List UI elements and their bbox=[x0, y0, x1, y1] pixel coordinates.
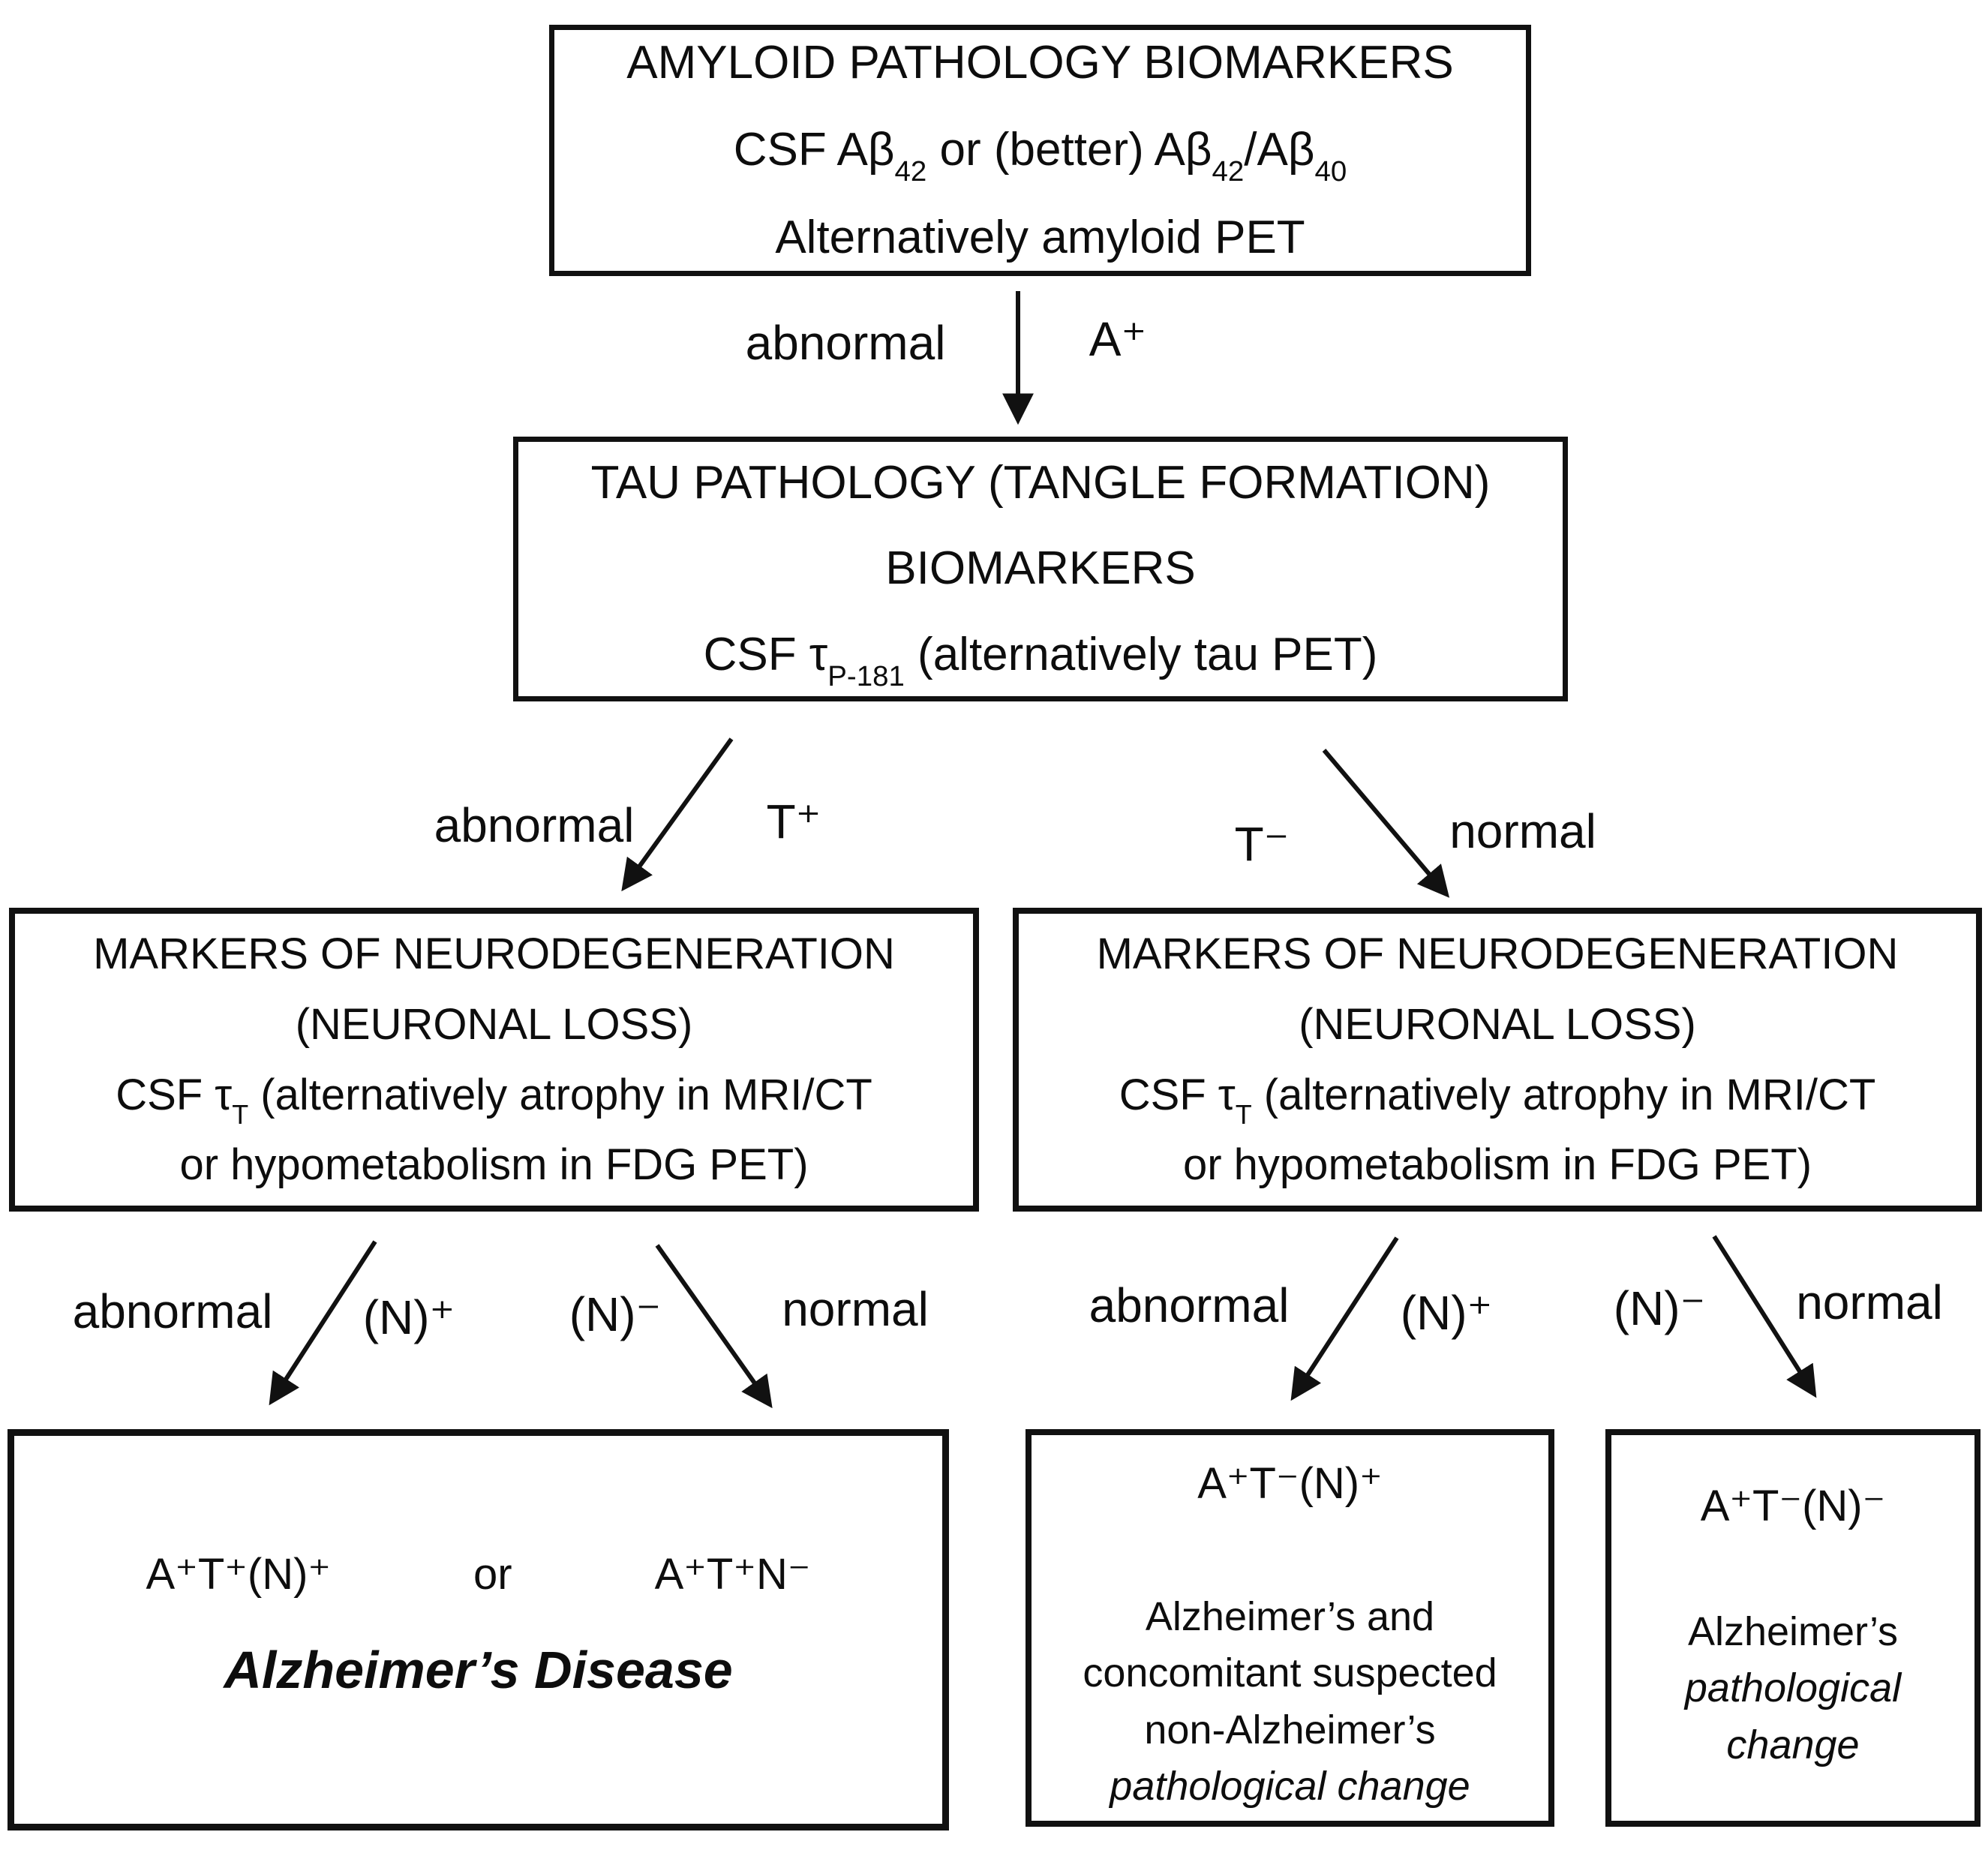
amyloid-biomarkers-box: AMYLOID PATHOLOGY BIOMARKERS CSF Aβ42 or… bbox=[549, 25, 1531, 276]
edge-label-t-plus: T⁺ bbox=[766, 794, 821, 848]
edge-label-n-minus-left: (N)⁻ bbox=[569, 1287, 662, 1341]
neuro-csf-line: CSF τT (alternatively atrophy in MRI/CT bbox=[1119, 1069, 1876, 1128]
text-fragment: (alternatively atrophy in MRI/CT bbox=[1251, 1070, 1876, 1119]
tau-subtitle: BIOMARKERS bbox=[885, 542, 1196, 595]
atn-profile: A⁺T⁺N⁻ bbox=[654, 1550, 811, 1599]
text-fragment: CSF Aβ bbox=[733, 124, 895, 176]
description-line: non-Alzheimer’s bbox=[1144, 1707, 1436, 1752]
edge-label-tau-normal: normal bbox=[1449, 804, 1596, 858]
neuro-csf-line2: or hypometabolism in FDG PET) bbox=[179, 1140, 809, 1190]
description-line: concomitant suspected bbox=[1083, 1650, 1497, 1696]
edge-label-a-plus: A⁺ bbox=[1089, 312, 1147, 366]
subscript: P-181 bbox=[827, 659, 905, 692]
amyloid-csf-line: CSF Aβ42 or (better) Aβ42/Aβ40 bbox=[733, 122, 1347, 186]
subscript: 40 bbox=[1314, 155, 1347, 188]
alzheimers-disease-label: Alzheimer’s Disease bbox=[224, 1640, 733, 1699]
edge-label-amyloid-abnormal: abnormal bbox=[745, 316, 946, 370]
concomitant-pathologic-change-box: A⁺T⁻(N)⁺ Alzheimer’s and concomitant sus… bbox=[1026, 1429, 1554, 1827]
atn-profile: A⁺T⁻(N)⁻ bbox=[1700, 1482, 1886, 1530]
neuro-title: MARKERS OF NEURODEGENERATION bbox=[93, 930, 895, 979]
description-line-italic: pathological bbox=[1684, 1665, 1902, 1711]
description-line: Alzheimer’s bbox=[1687, 1608, 1899, 1654]
text-fragment: CSF τ bbox=[116, 1070, 233, 1119]
arrow-tau-normal-to-neuro-right bbox=[1322, 749, 1450, 898]
text-fragment: CSF τ bbox=[1119, 1070, 1236, 1119]
description-line-italic: change bbox=[1726, 1722, 1860, 1767]
arrow-neuroleft-normal-to-ad bbox=[655, 1244, 773, 1409]
arrow-neuroright-abnormal-to-concomitant bbox=[1290, 1236, 1399, 1401]
amyloid-alt-line: Alternatively amyloid PET bbox=[775, 211, 1305, 263]
path-change-description: Alzheimer’s pathological change bbox=[1685, 1604, 1901, 1774]
amyloid-title: AMYLOID PATHOLOGY BIOMARKERS bbox=[626, 36, 1454, 89]
description-line: Alzheimer’s and bbox=[1145, 1593, 1435, 1639]
edge-label-neuroleft-normal: normal bbox=[782, 1282, 929, 1336]
text-fragment: CSF τ bbox=[703, 628, 828, 680]
text-fragment: (alternatively tau PET) bbox=[904, 628, 1378, 680]
tau-csf-line: CSF τP-181 (alternatively tau PET) bbox=[703, 627, 1378, 691]
text-fragment: or (better) Aβ bbox=[926, 124, 1212, 176]
subscript: T bbox=[232, 1099, 249, 1131]
text-fragment: (alternatively atrophy in MRI/CT bbox=[248, 1070, 872, 1119]
subscript: 42 bbox=[1212, 155, 1245, 188]
arrow-neuroleft-abnormal-to-ad bbox=[269, 1240, 377, 1406]
neuro-title: MARKERS OF NEURODEGENERATION bbox=[1096, 930, 1899, 979]
edge-label-n-plus-right: (N)⁺ bbox=[1400, 1286, 1493, 1340]
edge-label-n-plus-left: (N)⁺ bbox=[362, 1290, 455, 1344]
neurodegeneration-box-left: MARKERS OF NEURODEGENERATION (NEURONAL L… bbox=[9, 908, 979, 1212]
edge-label-t-minus: T⁻ bbox=[1234, 817, 1290, 871]
atn-profile: A⁺T⁺(N)⁺ bbox=[146, 1550, 332, 1599]
edge-label-tau-abnormal: abnormal bbox=[434, 798, 635, 852]
subscript: 42 bbox=[894, 155, 927, 188]
edge-label-neuroright-abnormal: abnormal bbox=[1089, 1278, 1290, 1332]
atn-profiles-row: A⁺T⁺(N)⁺ or A⁺T⁺N⁻ bbox=[146, 1548, 811, 1601]
neuro-subtitle: (NEURONAL LOSS) bbox=[295, 999, 693, 1049]
arrow-tau-abnormal-to-neuro-left bbox=[621, 737, 734, 892]
neuro-csf-line2: or hypometabolism in FDG PET) bbox=[1182, 1140, 1812, 1190]
edge-label-neuroleft-abnormal: abnormal bbox=[72, 1284, 273, 1338]
text-fragment: /Aβ bbox=[1244, 124, 1315, 176]
edge-label-neuroright-normal: normal bbox=[1796, 1275, 1943, 1329]
tau-biomarkers-box: TAU PATHOLOGY (TANGLE FORMATION) BIOMARK… bbox=[513, 437, 1568, 701]
neurodegeneration-box-right: MARKERS OF NEURODEGENERATION (NEURONAL L… bbox=[1013, 908, 1982, 1212]
neuro-csf-line: CSF τT (alternatively atrophy in MRI/CT bbox=[116, 1069, 872, 1128]
description-line-italic: pathological change bbox=[1110, 1764, 1470, 1809]
alzheimers-disease-box: A⁺T⁺(N)⁺ or A⁺T⁺N⁻ Alzheimer’s Disease bbox=[8, 1429, 949, 1830]
edge-label-n-minus-right: (N)⁻ bbox=[1613, 1281, 1706, 1335]
neuro-subtitle: (NEURONAL LOSS) bbox=[1299, 999, 1696, 1049]
concomitant-description: Alzheimer’s and concomitant suspected no… bbox=[1083, 1589, 1497, 1815]
conjunction-or: or bbox=[473, 1550, 512, 1599]
tau-title: TAU PATHOLOGY (TANGLE FORMATION) bbox=[590, 456, 1491, 509]
subscript: T bbox=[1235, 1099, 1252, 1131]
atn-profile: A⁺T⁻(N)⁺ bbox=[1197, 1459, 1383, 1508]
alzheimers-pathologic-change-box: A⁺T⁻(N)⁻ Alzheimer’s pathological change bbox=[1605, 1429, 1980, 1827]
